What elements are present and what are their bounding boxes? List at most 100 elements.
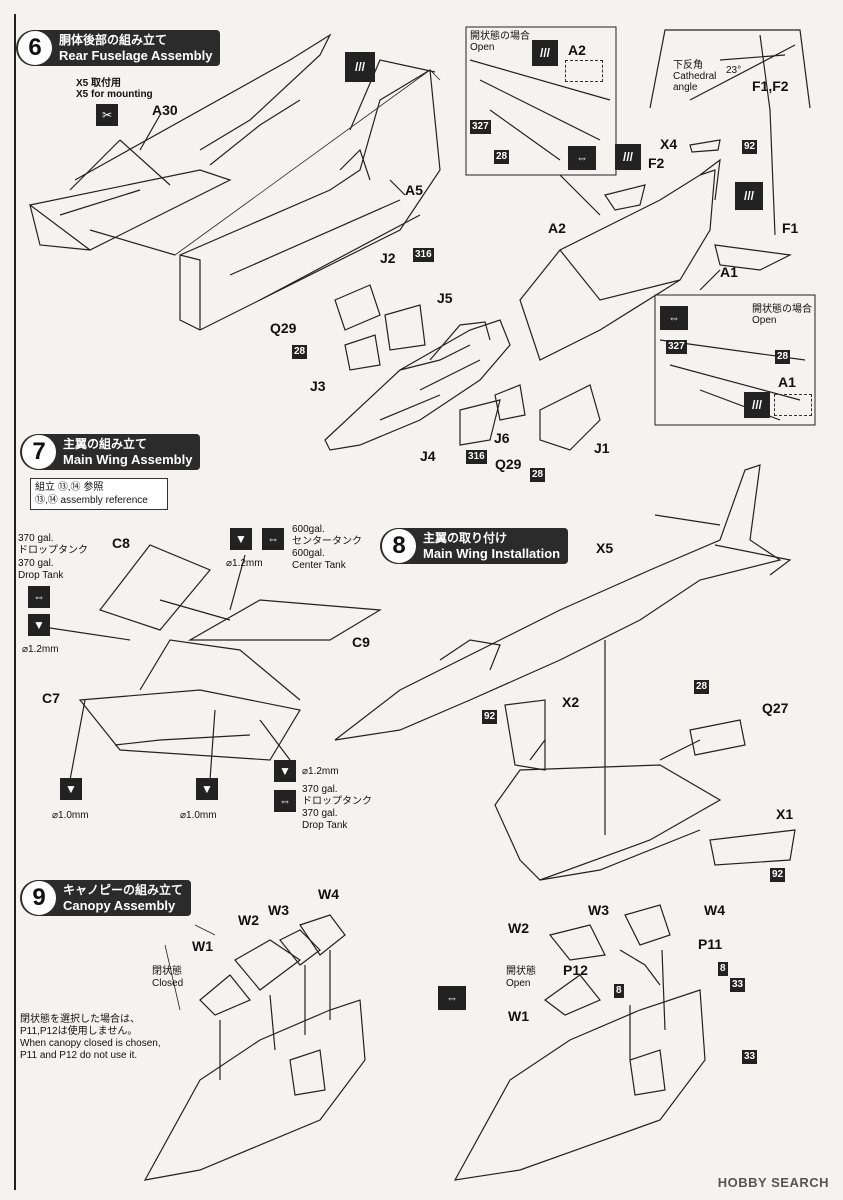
badge-28-step8: 28 <box>694 680 710 694</box>
badge-28-a: 28 <box>292 345 308 359</box>
flip-arrows-icon: ⇔ <box>568 146 596 170</box>
part-j1: J1 <box>594 440 610 456</box>
step-6-header: 6 胴体後部の組み立て Rear Fuselage Assembly <box>16 30 221 66</box>
part-a2: A2 <box>548 220 566 236</box>
main-wing-drawing <box>78 544 382 761</box>
closed-en: Closed <box>152 978 184 989</box>
part-x1: X1 <box>776 806 794 822</box>
assembly-reference-box: 組立 ⑬,⑭ 参照 ⑬,⑭ assembly reference <box>30 478 168 510</box>
open-jp: 開状態 <box>506 966 536 977</box>
cathedral-jp: 下反角 <box>673 60 703 71</box>
note-jp2: P11,P12は使用しません。 <box>20 1026 138 1037</box>
badge-33-a: 33 <box>730 978 746 992</box>
badge-28-b: 28 <box>530 468 546 482</box>
tank370b-2: ドロップタンク <box>302 796 372 807</box>
part-j5: J5 <box>437 290 453 306</box>
rear-fuselage-drawing <box>28 33 441 331</box>
part-w4-b: W4 <box>704 902 725 918</box>
x5-mounting-jp: X5 取付用 <box>76 78 122 89</box>
flip-arrows-icon: ⇔ <box>438 986 466 1010</box>
open-inset-right-en: Open <box>752 315 777 326</box>
badge-92-a: 92 <box>482 710 498 724</box>
step-9-number: 9 <box>21 880 57 916</box>
step-6-number: 6 <box>17 30 53 66</box>
drill-size-1-2-c: ⌀1.2mm <box>302 766 339 777</box>
tank600-en3: Center Tank <box>292 560 346 571</box>
cathedral-en2: angle <box>673 82 698 93</box>
tank370-en2: Drop Tank <box>18 570 64 581</box>
flip-arrows-icon: ⇔ <box>28 586 50 608</box>
canopy-open-drawing <box>453 904 706 1181</box>
drill-icon: ▼ <box>28 614 50 636</box>
part-w3-b: W3 <box>588 902 609 918</box>
tank600-en1: 600gal. <box>292 524 325 535</box>
drill-icon: ▼ <box>60 778 82 800</box>
badge-316-a: 316 <box>413 248 434 262</box>
canopy-closed-drawing <box>143 914 366 1181</box>
drill-icon: ▼ <box>274 760 296 782</box>
part-q29: Q29 <box>270 320 297 336</box>
part-w3: W3 <box>268 902 289 918</box>
tank600-en2: 600gal. <box>292 548 325 559</box>
note-en1: When canopy closed is chosen, <box>20 1038 161 1049</box>
flip-arrows-icon: ⇔ <box>262 528 284 550</box>
cut-icon: ✂ <box>96 104 118 126</box>
badge-28-top: 28 <box>494 150 510 164</box>
reference-jp: 組立 ⑬,⑭ 参照 <box>35 482 104 493</box>
tank370-jp2: ドロップタンク <box>18 545 88 556</box>
drill-icon: ▼ <box>196 778 218 800</box>
part-x5: X5 <box>596 540 614 556</box>
step-9-title-jp: キャノピーの組み立て <box>63 883 184 897</box>
watermark: HOBBY SEARCH <box>717 1175 829 1190</box>
part-w1: W1 <box>192 938 213 954</box>
open-en: Open <box>506 978 531 989</box>
tank370b-4: Drop Tank <box>302 820 348 831</box>
step-8-number: 8 <box>381 528 417 564</box>
part-w2: W2 <box>238 912 259 928</box>
part-j6: J6 <box>494 430 510 446</box>
step-8-header: 8 主翼の取り付け Main Wing Installation <box>380 528 569 564</box>
tank370b-3: 370 gal. <box>302 808 338 819</box>
part-c9: C9 <box>352 634 370 650</box>
badge-33-b: 33 <box>742 1050 758 1064</box>
step-6-title-jp: 胴体後部の組み立て <box>59 33 168 47</box>
drill-icon: ▼ <box>230 528 252 550</box>
badge-327-right: 327 <box>666 340 687 354</box>
part-w2-b: W2 <box>508 920 529 936</box>
step-8-title-en: Main Wing Installation <box>423 546 561 561</box>
paint-icon: /// <box>345 52 375 82</box>
cathedral-degree: 23° <box>726 65 742 76</box>
part-j2: J2 <box>380 250 396 266</box>
badge-8-b: 8 <box>614 984 624 998</box>
step-6-title-en: Rear Fuselage Assembly <box>59 48 213 63</box>
note-en2: P11 and P12 do not use it. <box>20 1050 138 1061</box>
a1-dashed-box <box>774 394 812 416</box>
page-border <box>14 14 827 1190</box>
a2-dashed-box <box>565 60 603 82</box>
part-w1-b: W1 <box>508 1008 529 1024</box>
part-j3: J3 <box>310 378 326 394</box>
cathedral-en1: Cathedral <box>673 71 717 82</box>
part-x4: X4 <box>660 136 678 152</box>
note-jp1: 閉状態を選択した場合は、 <box>20 1014 140 1025</box>
part-x2: X2 <box>562 694 580 710</box>
badge-28-right: 28 <box>775 350 791 364</box>
mid-fuselage-drawing <box>519 139 793 361</box>
flip-arrows-icon: ⇔ <box>660 306 688 330</box>
badge-92-b: 92 <box>770 868 786 882</box>
open-inset-right-jp: 開状態の場合 <box>752 304 812 315</box>
part-j4: J4 <box>420 448 436 464</box>
part-a30: A30 <box>152 102 178 118</box>
part-w4: W4 <box>318 886 339 902</box>
step-7-number: 7 <box>21 434 57 470</box>
x5-mounting-en: X5 for mounting <box>76 89 153 100</box>
part-a5: A5 <box>405 182 423 198</box>
forward-fuselage-drawing <box>324 319 511 451</box>
drill-size-1-2-b: ⌀1.2mm <box>226 558 263 569</box>
tank370b-1: 370 gal. <box>302 784 338 795</box>
badge-8-a: 8 <box>718 962 728 976</box>
tank370-jp1: 370 gal. <box>18 533 54 544</box>
step-9-header: 9 キャノピーの組み立て Canopy Assembly <box>20 880 192 916</box>
step-8-title-jp: 主翼の取り付け <box>423 531 508 545</box>
drill-size-1-0-a: ⌀1.0mm <box>52 810 89 821</box>
